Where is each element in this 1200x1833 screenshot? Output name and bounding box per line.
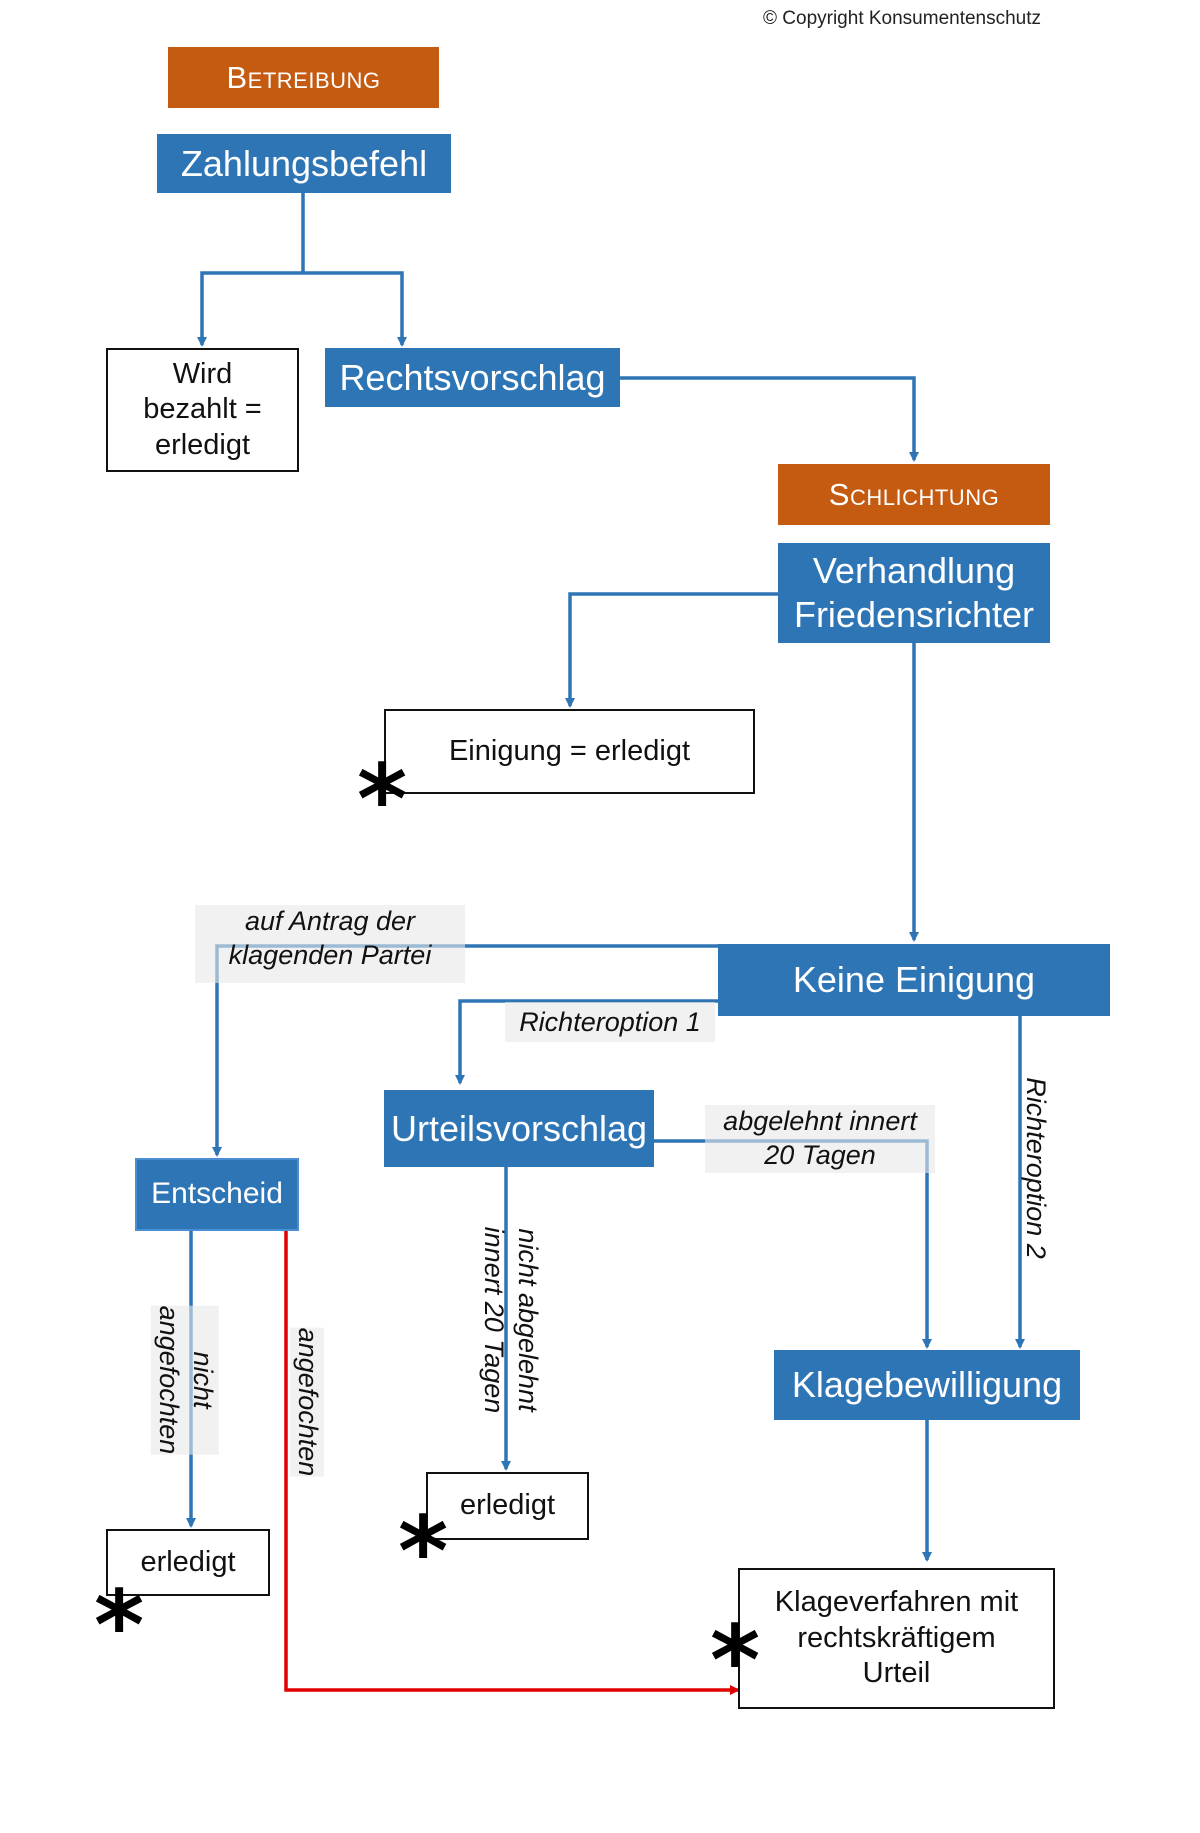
label-auf-antrag: auf Antrag der klagenden Partei bbox=[195, 905, 465, 983]
node-wird-bezahlt-line-2: bezahlt = bbox=[143, 393, 262, 426]
label-nicht-abgelehnt: nicht abgelehnt innert 20 Tagen bbox=[476, 1227, 544, 1414]
node-klageverfahren: Klageverfahren mit rechtskräftigem Urtei… bbox=[738, 1568, 1055, 1709]
node-klagebewilligung: Klagebewilligung bbox=[774, 1350, 1080, 1420]
node-erledigt-entscheid: erledigt bbox=[106, 1529, 270, 1596]
arrow-entscheid-to-klageverfahren-red bbox=[284, 1231, 740, 1695]
node-zahlungsbefehl: Zahlungsbefehl bbox=[157, 134, 451, 193]
node-wird-bezahlt-line-1: Wird bbox=[172, 357, 233, 390]
label-nicht-abgelehnt-line-1: nicht abgelehnt bbox=[512, 1228, 543, 1412]
node-wird-bezahlt: Wird bezahlt = erledigt bbox=[106, 348, 299, 472]
label-auf-antrag-line-2: klagenden Partei bbox=[228, 939, 432, 970]
section-schlichtung-label: Schlichtung bbox=[828, 476, 1000, 512]
node-wird-bezahlt-line-3: erledigt bbox=[154, 428, 251, 461]
node-klageverfahren-line-1: Klageverfahren mit bbox=[774, 1586, 1019, 1619]
star-marker-einigung: * bbox=[357, 744, 408, 856]
arrow-rechtsvorschlag-to-schlichtung bbox=[620, 376, 919, 462]
label-nicht-abgelehnt-line-2: innert 20 Tagen bbox=[479, 1226, 509, 1414]
label-abgelehnt: abgelehnt innert 20 Tagen bbox=[705, 1105, 935, 1173]
node-rechtsvorschlag: Rechtsvorschlag bbox=[325, 348, 620, 407]
label-nicht-angefochten-line-1: nicht bbox=[187, 1351, 218, 1409]
node-verhandlung-friedensrichter: Verhandlung Friedensrichter bbox=[778, 543, 1050, 643]
arrow-to-wird-bezahlt bbox=[197, 271, 303, 347]
arrow-keine-einigung-to-urteilsvorschlag bbox=[455, 999, 718, 1085]
node-verhandlung-line-1: Verhandlung bbox=[812, 550, 1016, 592]
star-marker-klageverfahren: * bbox=[710, 1605, 761, 1717]
node-einigung-erledigt: Einigung = erledigt bbox=[384, 709, 755, 794]
node-verhandlung-line-2: Friedensrichter bbox=[793, 594, 1035, 635]
label-auf-antrag-line-1: auf Antrag der bbox=[244, 906, 416, 936]
node-klageverfahren-line-3: Urteil bbox=[862, 1657, 931, 1690]
star-marker-erledigt-left: * bbox=[94, 1570, 145, 1682]
node-erledigt-urteilsvorschlag: erledigt bbox=[426, 1472, 589, 1540]
node-klageverfahren-line-2: rechtskräftigem bbox=[797, 1621, 996, 1654]
node-entscheid: Entscheid bbox=[135, 1158, 299, 1231]
arrow-to-rechtsvorschlag bbox=[303, 271, 407, 347]
label-richteroption-1: Richteroption 1 bbox=[505, 1002, 715, 1042]
section-schlichtung: Schlichtung bbox=[778, 464, 1050, 525]
label-abgelehnt-line-1: abgelehnt innert bbox=[723, 1106, 917, 1136]
label-nicht-angefochten: nicht angefochten bbox=[151, 1305, 219, 1455]
label-abgelehnt-line-2: 20 Tagen bbox=[764, 1139, 876, 1170]
section-betreibung-label: Betreibung bbox=[226, 59, 381, 95]
label-angefochten: angefochten bbox=[290, 1327, 324, 1477]
star-marker-erledigt-mid: * bbox=[398, 1496, 449, 1608]
node-urteilsvorschlag: Urteilsvorschlag bbox=[384, 1090, 654, 1167]
arrow-verhandlung-to-einigung bbox=[565, 592, 778, 708]
label-richteroption-2: Richteroption 2 bbox=[1020, 1077, 1051, 1259]
label-nicht-angefochten-line-2: angefochten bbox=[154, 1305, 184, 1455]
section-betreibung: Betreibung bbox=[168, 47, 439, 108]
copyright-notice: © Copyright Konsumentenschutz bbox=[763, 8, 1042, 29]
node-keine-einigung: Keine Einigung bbox=[718, 944, 1110, 1016]
